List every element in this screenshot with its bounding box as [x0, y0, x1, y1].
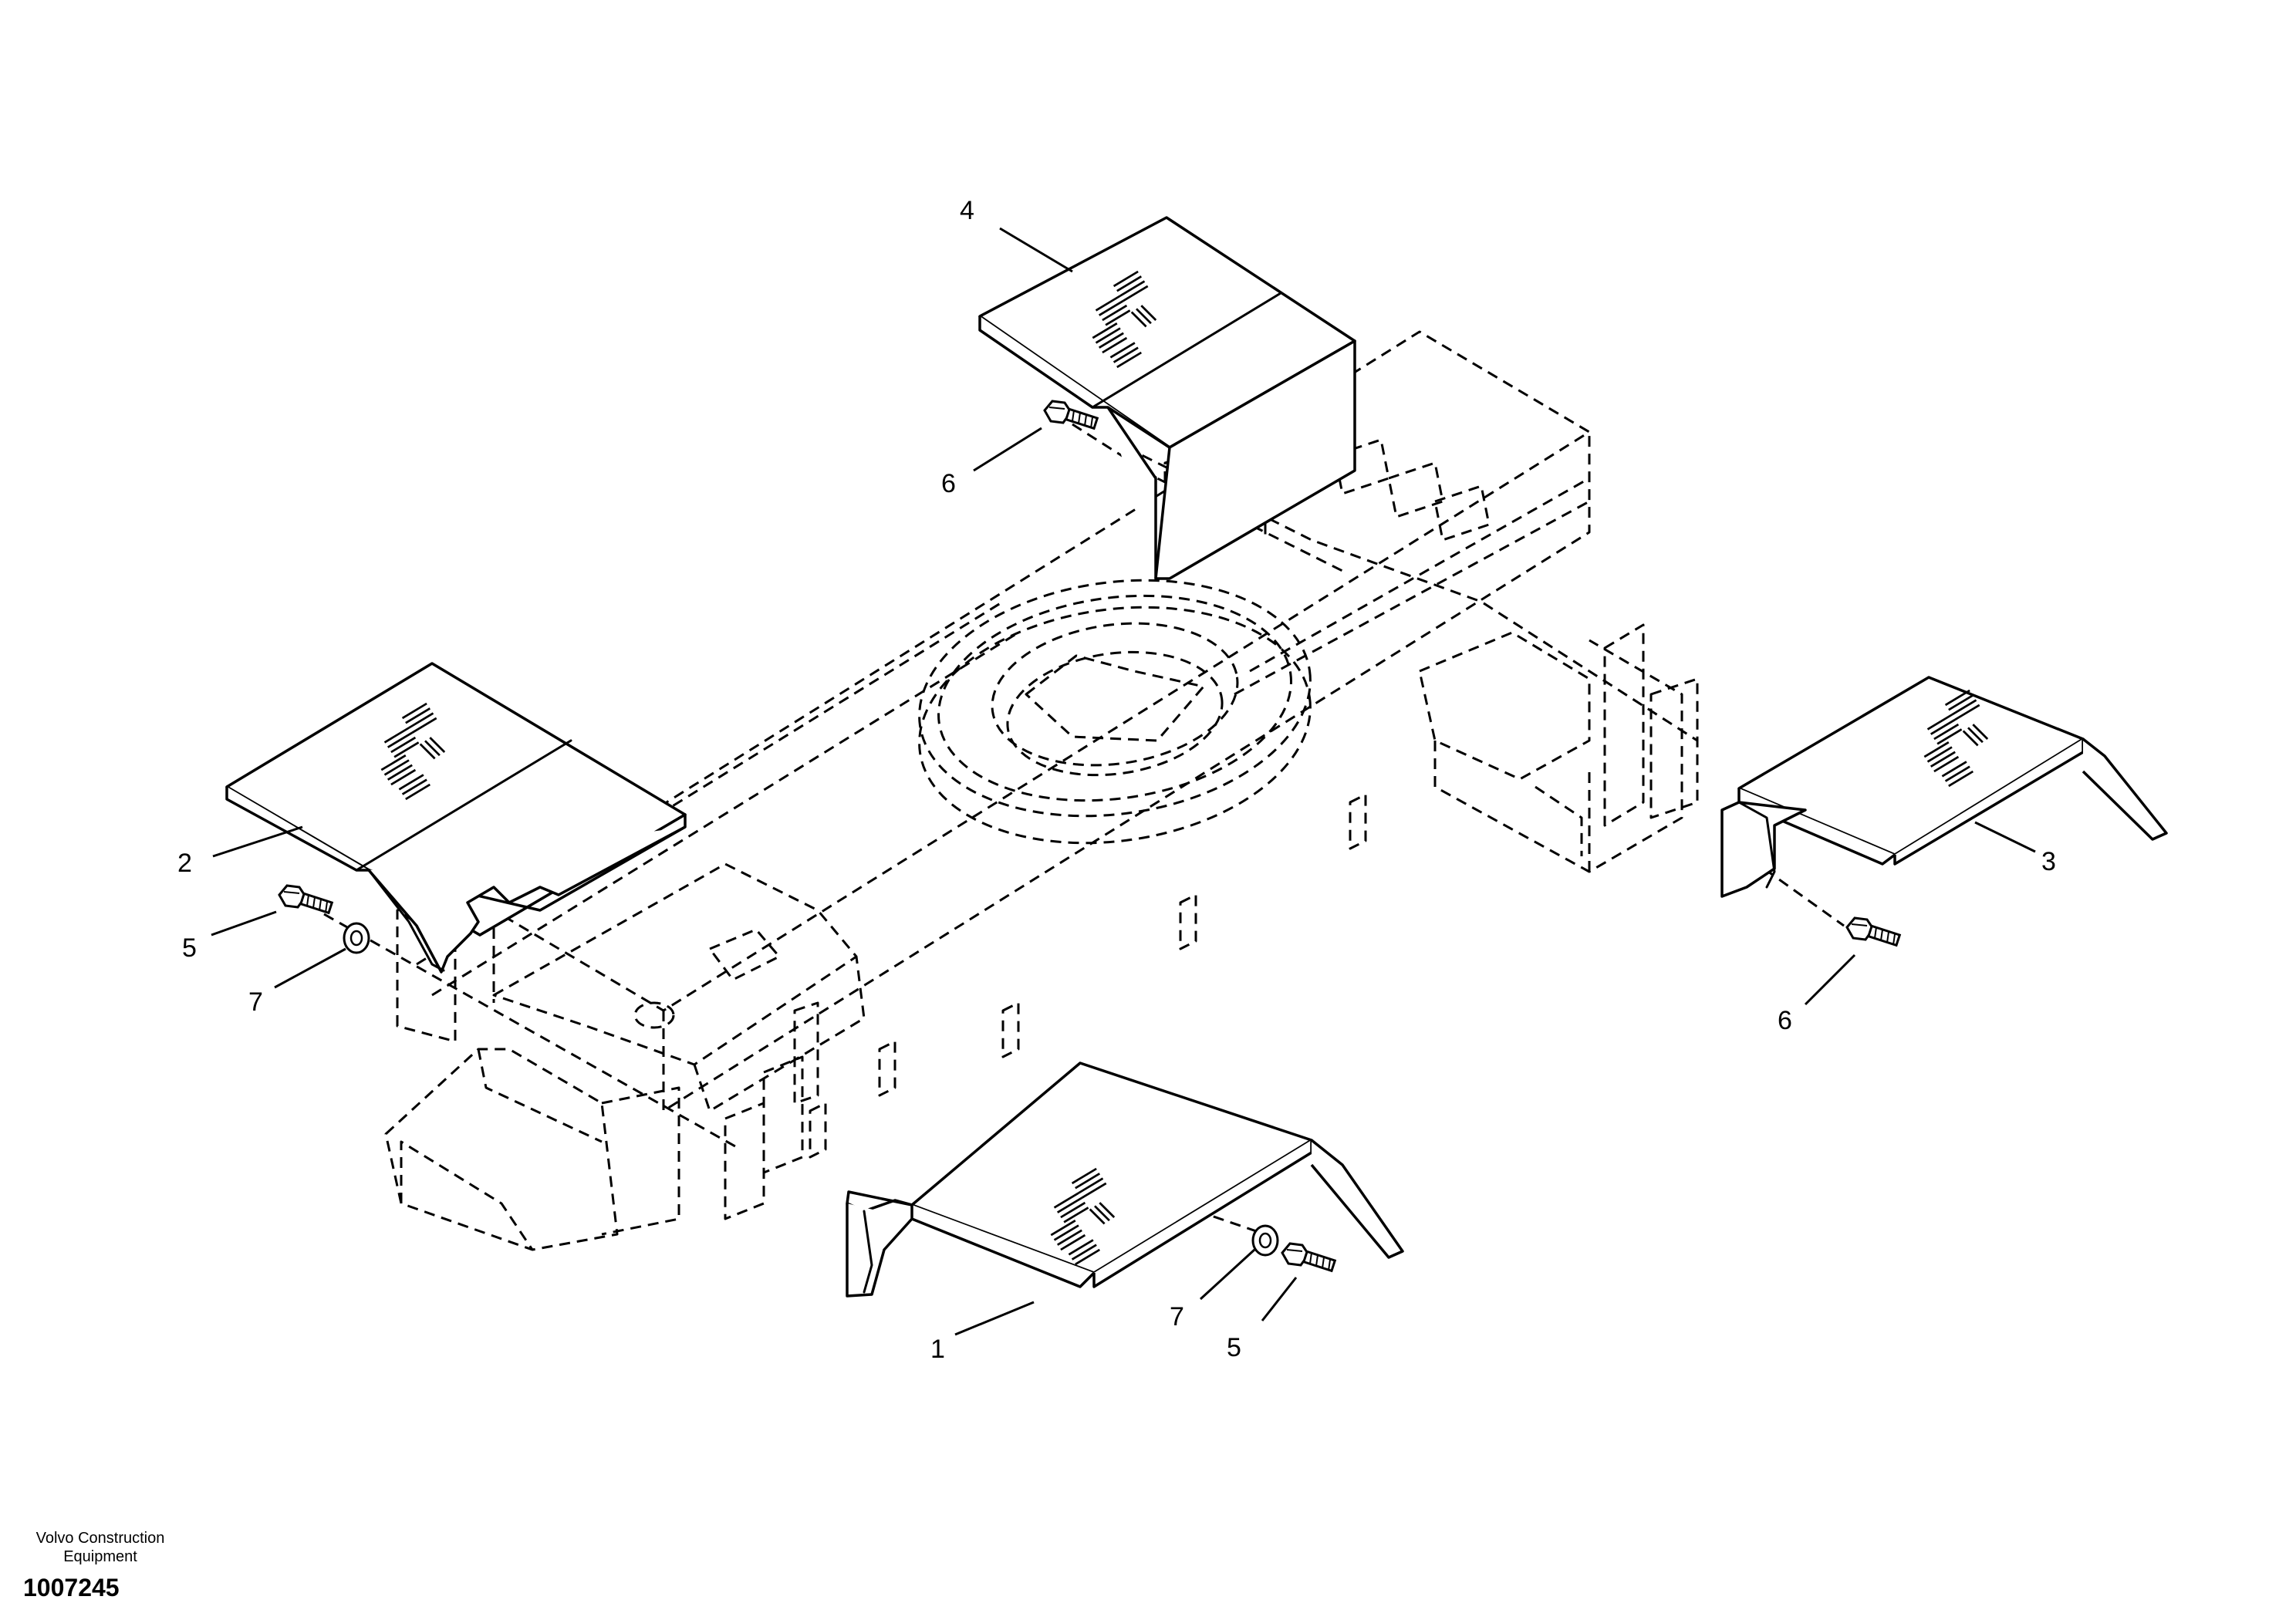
callouts: 4 6 2 5 7 3 6 1 7 5: [177, 196, 2056, 1364]
cover-4: [978, 216, 1356, 580]
leader-lines: [211, 227, 2036, 1336]
bolt-6-right: [1845, 916, 1901, 947]
washer-7-left: [343, 922, 370, 954]
callout-2: 2: [177, 849, 192, 878]
callout-5-left: 5: [182, 933, 197, 963]
callout-7-left: 7: [248, 987, 263, 1017]
cover-1: [846, 1061, 1404, 1298]
callout-6-right: 6: [1778, 1006, 1792, 1035]
callout-1: 1: [930, 1335, 945, 1364]
callout-3: 3: [2041, 847, 2056, 876]
brand-line-1: Volvo Construction: [35, 1530, 165, 1547]
bolt-5-left: [278, 884, 333, 914]
callout-7-right: 7: [1170, 1302, 1184, 1331]
cover-2: [225, 662, 687, 974]
brand-line-2: Equipment: [63, 1548, 137, 1565]
callout-4: 4: [960, 196, 974, 225]
cover-3: [1720, 676, 2168, 898]
callout-5-right: 5: [1227, 1333, 1241, 1362]
washer-7-right: [1251, 1224, 1279, 1257]
brand-label: Volvo Construction Equipment: [23, 1529, 177, 1566]
bolt-5-right: [1281, 1242, 1336, 1272]
drawing-number: 1007245: [23, 1574, 120, 1601]
callout-6-upper: 6: [941, 469, 956, 498]
